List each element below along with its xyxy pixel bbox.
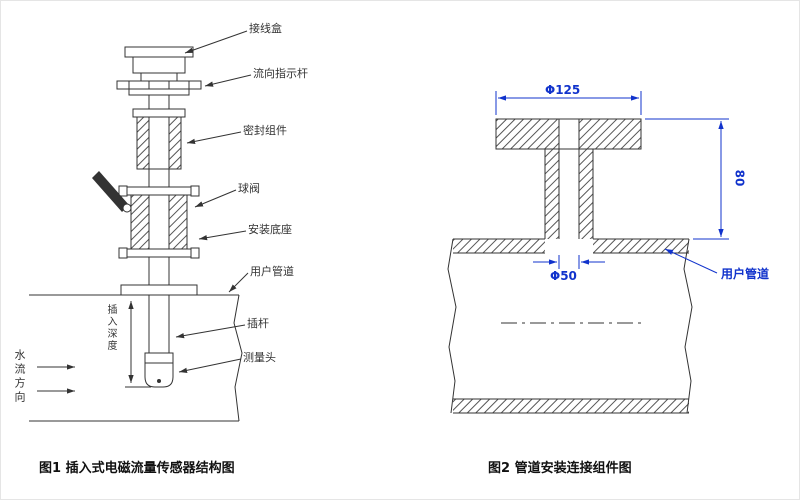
pipe-break-left <box>447 238 457 414</box>
junction-box-drawing <box>124 46 194 82</box>
label-ball-valve: 球阀 <box>238 182 260 195</box>
label-mounting-base: 安装底座 <box>248 223 292 236</box>
user-pipe-fig2 <box>447 238 693 414</box>
figure2-drawing <box>447 118 693 414</box>
pipe-break-right-fig1 <box>233 294 243 422</box>
label-user-pipe-fig1: 用户管道 <box>250 265 294 278</box>
flow-direction-arrows <box>37 364 75 394</box>
pipe-mount-flange <box>120 284 198 296</box>
measuring-head-drawing <box>144 352 174 388</box>
ball-valve-drawing <box>92 171 200 259</box>
indicator-flange-drawing <box>116 80 202 96</box>
dim-bore-diameter <box>533 255 605 269</box>
dim-label-bore-diameter: Φ50 <box>550 269 577 283</box>
seal-assembly-drawing <box>132 108 186 170</box>
label-insertion-depth: 插入深度 <box>105 304 116 352</box>
figure1-caption: 图1 插入式电磁流量传感器结构图 <box>39 461 235 476</box>
label-user-pipe-fig2: 用户管道 <box>721 267 770 281</box>
user-pipe-fig1 <box>29 294 243 422</box>
label-water-flow-direction: 水流方向 <box>13 349 26 405</box>
dim-height <box>645 118 729 240</box>
pipe-break-right <box>683 238 693 414</box>
figure1-drawing <box>29 30 252 422</box>
connection-flange <box>495 118 642 239</box>
label-seal-assembly: 密封组件 <box>243 124 287 137</box>
label-measuring-head: 测量头 <box>243 351 276 364</box>
figure2-caption: 图2 管道安装连接组件图 <box>488 461 632 476</box>
label-flow-indicator: 流向指示杆 <box>253 67 308 80</box>
dim-label-height: 80 <box>732 169 747 187</box>
insertion-depth-dimension <box>125 301 151 388</box>
dim-label-flange-diameter: Φ125 <box>545 83 581 97</box>
user-pipe-pointer-arrow <box>664 248 718 274</box>
valve-handle <box>92 171 129 212</box>
label-junction-box: 接线盒 <box>249 22 282 35</box>
leader-lines-fig1 <box>175 30 252 373</box>
dim-flange-diameter <box>495 91 642 115</box>
label-insertion-rod: 插杆 <box>247 317 269 330</box>
figure2-dimensions <box>495 91 729 274</box>
